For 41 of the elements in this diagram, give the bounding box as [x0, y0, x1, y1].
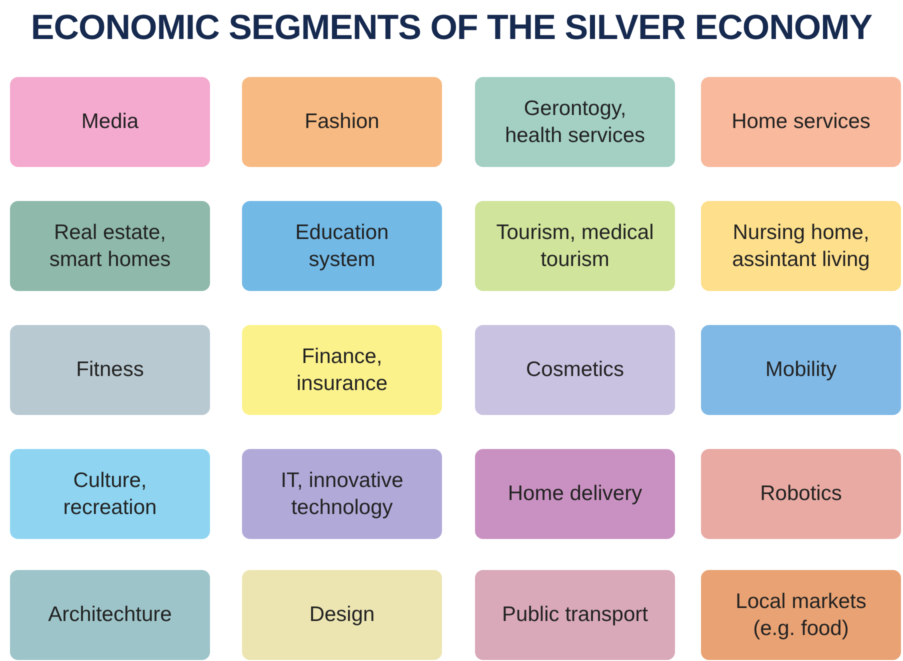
- segment-label: Media: [81, 109, 139, 136]
- segment-label: Public transport: [502, 602, 648, 628]
- segment-label: Nursing home, assintant living: [731, 220, 871, 273]
- segment-box: [475, 201, 675, 291]
- segment-label: Design: [309, 602, 375, 628]
- segment-label: Fitness: [76, 357, 144, 384]
- segment-box: [475, 325, 675, 415]
- segment-box: [242, 449, 442, 539]
- segment-box: [10, 570, 210, 660]
- segment-box: [242, 325, 442, 415]
- segment-box: [475, 77, 675, 167]
- segment-label: Tourism, medical tourism: [495, 220, 655, 273]
- segment-box: [242, 77, 442, 167]
- segment-label: Real estate, smart homes: [48, 220, 172, 273]
- segment-label: Cosmetics: [526, 357, 624, 384]
- segment-box: [701, 77, 901, 167]
- segment-box: [242, 201, 442, 291]
- segment-label: Local markets (e.g. food): [734, 588, 868, 642]
- segment-box: [242, 570, 442, 660]
- segment-box: [10, 77, 210, 167]
- title: ECONOMIC SEGMENTS OF THE SILVER ECONOMY: [30, 8, 874, 48]
- segment-box: [701, 449, 901, 539]
- segment-box: [701, 570, 901, 660]
- segment-box: [10, 449, 210, 539]
- segment-label: Culture, recreation: [62, 468, 158, 521]
- segment-label: Home services: [732, 109, 870, 136]
- segment-label: Education system: [294, 220, 390, 273]
- segment-label: Gerontogy, health services: [504, 96, 646, 149]
- segment-box: [475, 570, 675, 660]
- segment-box: [10, 201, 210, 291]
- segment-label: Architechture: [48, 602, 172, 628]
- segment-label: Mobility: [765, 357, 837, 384]
- segment-box: [701, 201, 901, 291]
- segment-label: Finance, insurance: [295, 344, 389, 397]
- segment-box: [475, 449, 675, 539]
- segment-label: Home delivery: [508, 481, 642, 508]
- segment-box: [701, 325, 901, 415]
- segment-box: [10, 325, 210, 415]
- segment-label: Fashion: [304, 109, 380, 136]
- segment-label: Robotics: [760, 481, 842, 508]
- segment-label: IT, innovative technology: [280, 468, 404, 521]
